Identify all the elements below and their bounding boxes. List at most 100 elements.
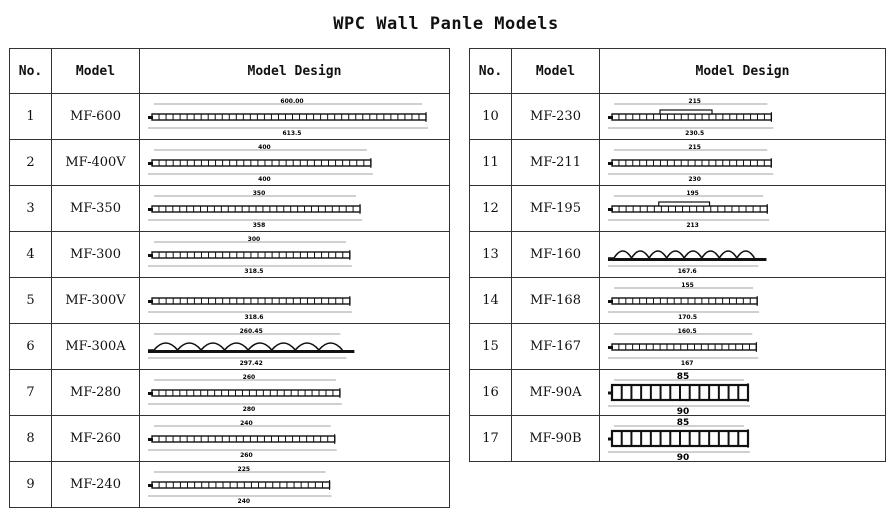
cell-model: MF-300V <box>51 277 140 324</box>
cell-model-design: 400 400 <box>139 139 450 186</box>
dimension-label-top: 350 <box>253 190 266 197</box>
cell-model: MF-280 <box>51 369 140 416</box>
cell-model: MF-300 <box>51 231 140 278</box>
cell-no: 14 <box>469 277 512 324</box>
profile-drawing: 400 400 <box>148 144 373 183</box>
dimension-label-top: 400 <box>258 144 271 151</box>
profile-tongue <box>608 391 613 395</box>
profile-drawing: 160.5 167 <box>608 328 759 367</box>
cell-no: 6 <box>9 323 52 370</box>
cell-model: MF-240 <box>51 461 140 508</box>
profile-tongue <box>608 208 613 211</box>
profile-tongue <box>608 300 613 303</box>
cell-no: 16 <box>469 369 512 416</box>
cell-no: 11 <box>469 139 512 186</box>
dimension-label-bottom: 213 <box>686 222 699 229</box>
profile-drawing: 167.6 <box>608 250 767 275</box>
cell-model: MF-350 <box>51 185 140 232</box>
dimension-label-top: 215 <box>688 98 701 105</box>
header-no: No. <box>469 48 512 94</box>
cell-model: MF-400V <box>51 139 140 186</box>
dimension-label-bottom: 167 <box>681 360 694 367</box>
profile-tongue <box>608 162 613 165</box>
profile-outline <box>151 113 427 121</box>
cell-no: 3 <box>9 185 52 232</box>
profile-tongue <box>608 346 613 349</box>
profile-tongue <box>148 300 153 303</box>
profile-drawing: 260.45 297.42 <box>148 328 355 367</box>
dimension-label-bottom: 297.42 <box>240 360 263 367</box>
dimension-label-top: 85 <box>677 372 690 382</box>
dimension-label-bottom: 400 <box>258 176 271 183</box>
dimension-label-top: 155 <box>681 282 694 289</box>
cell-no: 15 <box>469 323 512 370</box>
dimension-label-bottom: 260 <box>240 452 253 459</box>
dimension-label-bottom: 90 <box>677 453 690 461</box>
profile-base <box>608 258 767 261</box>
cell-no: 5 <box>9 277 52 324</box>
profile-tongue <box>148 208 153 211</box>
dimension-label-top: 215 <box>688 144 701 151</box>
profile-outline <box>151 159 372 167</box>
cell-model: MF-230 <box>511 93 600 140</box>
profile-outline <box>611 343 758 351</box>
cell-no: 13 <box>469 231 512 278</box>
cell-model-design: 167.6 <box>599 231 886 278</box>
profile-drawing: 215 230.5 <box>608 98 774 137</box>
dimension-label-top: 225 <box>238 466 251 473</box>
cell-no: 9 <box>9 461 52 508</box>
profile-drawing: 85 90 <box>608 372 750 415</box>
dimension-label-bottom: 230.5 <box>685 130 704 137</box>
cell-model: MF-90A <box>511 369 600 416</box>
cell-no: 17 <box>469 415 512 462</box>
cell-model: MF-168 <box>511 277 600 324</box>
dimension-label-bottom: 280 <box>243 406 256 413</box>
dimension-label-top: 85 <box>677 418 690 428</box>
profile-drawing: 600.00 613.5 <box>148 98 428 137</box>
profile-drawing: 85 90 <box>608 418 750 461</box>
profile-tongue <box>148 162 153 165</box>
dimension-label-bottom: 90 <box>677 407 690 415</box>
profile-tongue <box>148 392 153 395</box>
dimension-label-top: 160.5 <box>678 328 697 335</box>
cell-model: MF-90B <box>511 415 600 462</box>
dimension-label-top: 600.00 <box>280 98 303 105</box>
dimension-label-bottom: 240 <box>238 498 251 505</box>
profile-tongue <box>148 484 153 487</box>
cell-no: 7 <box>9 369 52 416</box>
cell-model: MF-167 <box>511 323 600 370</box>
cell-no: 4 <box>9 231 52 278</box>
profile-tongue <box>148 254 153 257</box>
cell-no: 10 <box>469 93 512 140</box>
cell-model-design: 85 90 <box>599 415 886 462</box>
dimension-label-top: 260.45 <box>240 328 263 335</box>
dimension-label-bottom: 613.5 <box>283 130 302 137</box>
profile-outline <box>611 297 758 305</box>
profile-tongue <box>148 438 153 441</box>
